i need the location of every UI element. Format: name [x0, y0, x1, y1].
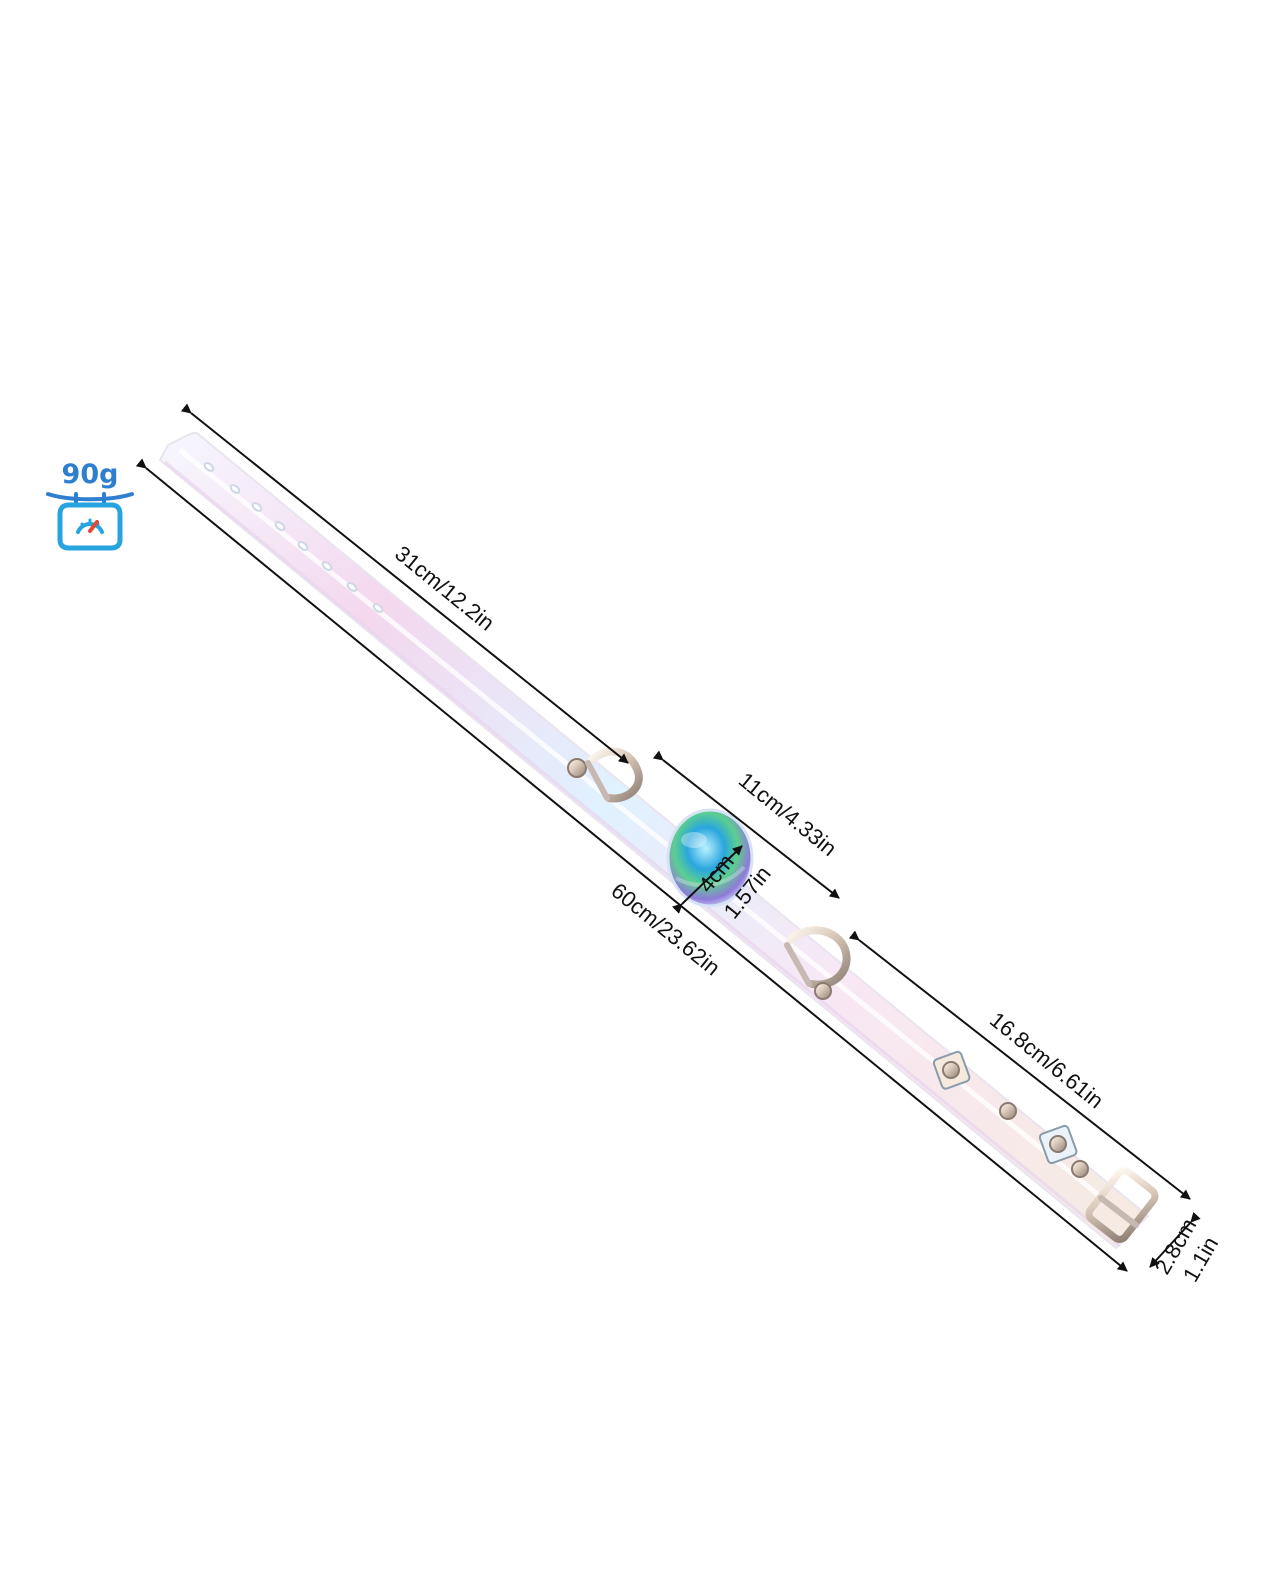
dimension-strap-length: 31cm/12.2in — [180, 403, 629, 764]
strap-illustration — [158, 431, 1159, 1250]
weight-badge: 90g — [46, 459, 134, 551]
dimension-total-length: 60cm/23.62in — [135, 458, 1128, 1272]
weight-value: 90g — [62, 459, 119, 490]
dimension-width: 2.8cm 1.1in — [1149, 1211, 1223, 1286]
scale-icon — [46, 492, 134, 551]
strap-shadow-edge — [164, 460, 1121, 1248]
